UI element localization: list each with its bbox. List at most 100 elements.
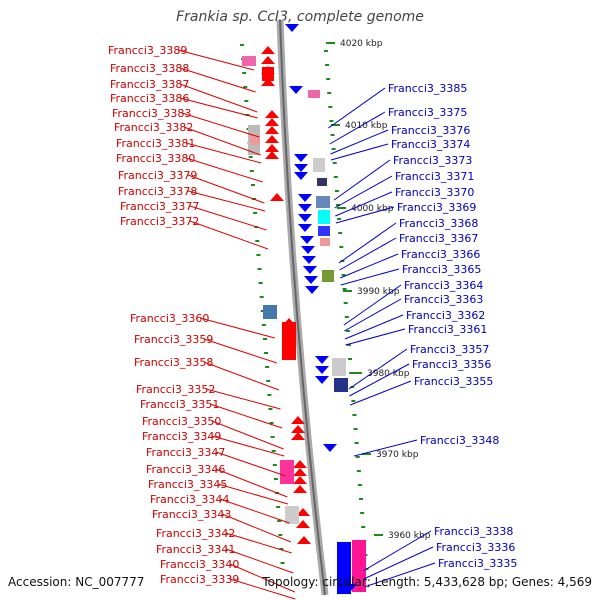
gene-label-left[interactable]: Francci3_3339 [160,573,239,586]
reverse-gene-arrow [305,286,319,294]
gene-label-right[interactable]: Francci3_3363 [404,293,483,306]
gene-label-right[interactable]: Francci3_3348 [420,434,499,447]
gene-label-left[interactable]: Francci3_3387 [110,78,189,91]
forward-gene-arrow [296,520,310,528]
label-leader-right [339,237,397,271]
gene-label-left[interactable]: Francci3_3377 [120,200,199,213]
label-leader-left [219,498,290,524]
accession-text: Accession: NC_007777 [8,575,145,589]
gene-label-left[interactable]: Francci3_3346 [146,463,225,476]
label-leader-right [335,191,393,217]
label-leader-left [205,388,281,410]
gene-feature-box [308,90,320,98]
gene-label-right[interactable]: Francci3_3338 [434,525,513,538]
topology-text: Topology: circular; Length: 5,433,628 bp… [262,575,592,589]
forward-gene-arrow [265,110,279,118]
label-leader-left [221,513,292,543]
gene-label-left[interactable]: Francci3_3344 [150,493,229,506]
gene-label-right[interactable]: Francci3_3364 [404,279,483,292]
gene-label-right[interactable]: Francci3_3373 [393,154,472,167]
label-leader-left [177,49,255,71]
reverse-gene-block [337,542,351,594]
gene-label-left[interactable]: Francci3_3358 [134,356,213,369]
gene-label-right[interactable]: Francci3_3362 [406,309,485,322]
reverse-gene-arrow [298,214,312,222]
label-leader-left [179,97,258,119]
gene-label-right[interactable]: Francci3_3357 [410,343,489,356]
label-leader-left [183,126,261,156]
gene-label-left[interactable]: Francci3_3378 [118,185,197,198]
label-leader-right [330,129,389,155]
gene-label-left[interactable]: Francci3_3360 [130,312,209,325]
label-leader-left [203,361,280,391]
forward-gene-arrow [265,151,279,159]
gene-label-left[interactable]: Francci3_3388 [110,62,189,75]
forward-gene-arrow [293,460,307,468]
reverse-gene-arrow [300,236,314,244]
gene-label-right[interactable]: Francci3_3376 [391,124,470,137]
gene-label-left[interactable]: Francci3_3341 [156,543,235,556]
reverse-gene-arrow [304,276,318,284]
gene-label-left[interactable]: Francci3_3381 [116,137,195,150]
label-leader-right [335,206,395,224]
gene-label-right[interactable]: Francci3_3374 [391,138,470,151]
forward-gene-arrow [261,46,275,54]
gene-feature-box [313,158,325,172]
gene-label-right[interactable]: Francci3_3375 [388,106,467,119]
label-leader-left [215,451,286,477]
gene-feature-box [280,460,294,484]
forward-gene-arrow [265,144,279,152]
reverse-gene-arrow [315,356,329,364]
gene-label-right[interactable]: Francci3_3368 [399,217,478,230]
label-leader-left [217,483,289,505]
gene-label-left[interactable]: Francci3_3349 [142,430,221,443]
gene-label-right[interactable]: Francci3_3336 [436,541,515,554]
label-leader-right [338,222,397,264]
forward-gene-arrow [293,476,307,484]
gene-label-right[interactable]: Francci3_3355 [414,375,493,388]
gene-label-left[interactable]: Francci3_3343 [152,508,231,521]
gene-label-left[interactable]: Francci3_3389 [108,44,187,57]
gene-label-right[interactable]: Francci3_3365 [402,263,481,276]
label-leader-left [187,190,266,212]
gene-label-left[interactable]: Francci3_3380 [116,152,195,165]
gene-label-left[interactable]: Francci3_3359 [134,333,213,346]
gene-label-right[interactable]: Francci3_3369 [397,201,476,214]
label-leader-left [229,563,295,593]
gene-label-right[interactable]: Francci3_3385 [388,82,467,95]
gene-label-left[interactable]: Francci3_3347 [146,446,225,459]
gene-label-left[interactable]: Francci3_3352 [136,383,215,396]
label-leader-right [334,175,393,209]
gene-label-left[interactable]: Francci3_3382 [114,121,193,134]
gene-label-left[interactable]: Francci3_3386 [110,92,189,105]
reverse-gene-arrow [285,24,299,32]
gene-feature-box [317,178,327,186]
gene-label-left[interactable]: Francci3_3379 [118,169,197,182]
gene-label-left[interactable]: Francci3_3350 [142,415,221,428]
label-leader-right [330,143,389,161]
gene-label-right[interactable]: Francci3_3367 [399,232,478,245]
gene-label-right[interactable]: Francci3_3361 [408,323,487,336]
gene-label-left[interactable]: Francci3_3345 [148,478,227,491]
label-leader-left [225,532,292,554]
label-leader-left [181,112,260,138]
gene-label-left[interactable]: Francci3_3342 [156,527,235,540]
gene-label-right[interactable]: Francci3_3370 [395,186,474,199]
forward-gene-arrow [293,468,307,476]
label-leader-right [349,380,412,406]
gene-label-left[interactable]: Francci3_3351 [140,398,219,411]
gene-label-left[interactable]: Francci3_3372 [120,215,199,228]
gene-label-right[interactable]: Francci3_3371 [395,170,474,183]
gene-label-right[interactable]: Francci3_3366 [401,248,480,261]
gene-label-right[interactable]: Francci3_3335 [438,557,517,570]
forward-gene-arrow [261,78,275,86]
reverse-gene-arrow [298,204,312,212]
label-leader-left [215,468,288,498]
gene-label-left[interactable]: Francci3_3383 [112,107,191,120]
gene-feature-box [250,135,260,145]
gene-label-right[interactable]: Francci3_3356 [412,358,491,371]
forward-gene-arrow [265,135,279,143]
forward-gene-arrow [265,126,279,134]
gene-label-left[interactable]: Francci3_3340 [160,558,239,571]
forward-gene-block [352,540,366,592]
